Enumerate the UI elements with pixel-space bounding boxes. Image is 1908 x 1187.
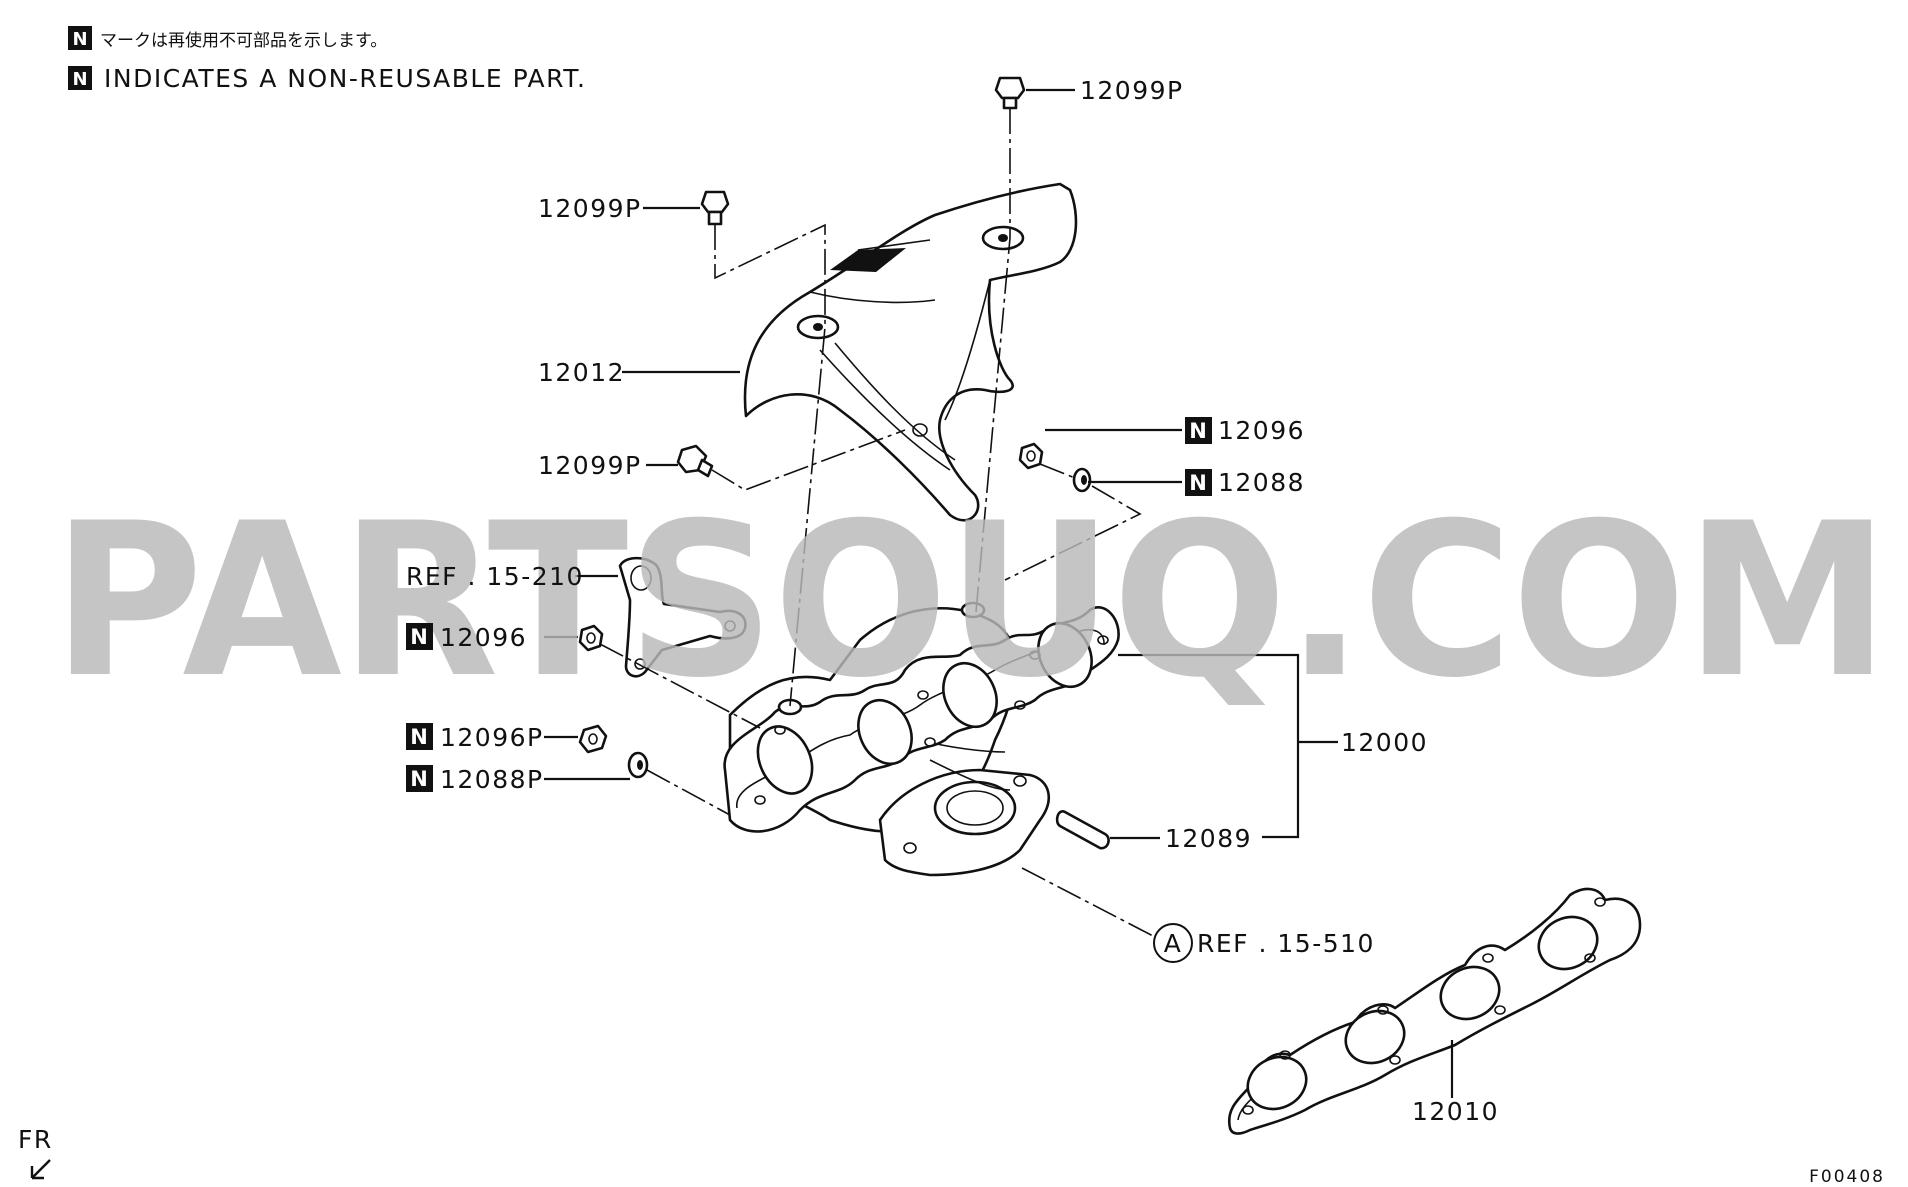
non-reusable-badge: N [410, 767, 428, 791]
note-english-text: INDICATES A NON-REUSABLE PART. [104, 64, 586, 93]
label-ref-circle: REF . 15-510 [1197, 929, 1375, 958]
label-washer-right: 12088 [1218, 468, 1305, 497]
washer-p [627, 751, 649, 779]
assembly-line [1039, 463, 1076, 479]
note-english: N INDICATES A NON-REUSABLE PART. [68, 64, 586, 93]
label-manifold: 12000 [1341, 728, 1428, 757]
assembly-line [646, 769, 731, 816]
assembly-line [714, 223, 826, 707]
bolt-top-right [994, 76, 1026, 110]
label-nut-left: 12096 [440, 623, 527, 652]
label-gasket: 12010 [1412, 1097, 1499, 1126]
nut-left [578, 624, 604, 652]
label-nut-p: 12096P [440, 723, 544, 752]
non-reusable-badge: N [1189, 419, 1207, 443]
ref-circle-letter: A [1164, 929, 1183, 958]
non-reusable-badge: N [410, 625, 428, 649]
bolt-top-left [700, 190, 730, 226]
non-reusable-badge: N [1189, 471, 1207, 495]
nut-p [578, 724, 608, 754]
assembly-line [975, 108, 1011, 613]
label-bolt-side: 12099P [538, 451, 642, 480]
note-badge: N [72, 29, 87, 50]
label-bolt-top-left: 12099P [538, 194, 642, 223]
assembly-line [1021, 867, 1156, 938]
callout-nut-left: N 12096 [406, 623, 527, 652]
note-japanese-text: マークは再使用不可部品を示します。 [100, 30, 387, 51]
note-japanese: N マークは再使用不可部品を示します。 [68, 26, 387, 51]
callout-washer-right: N 12088 [1185, 468, 1305, 497]
non-reusable-badge: N [410, 725, 428, 749]
label-stud: 12089 [1165, 824, 1252, 853]
washer-right [1072, 467, 1092, 493]
figure-code: F00408 [1809, 1167, 1885, 1187]
label-bracket-ref: REF . 15-210 [406, 562, 584, 591]
callout-ref-circle: A REF . 15-510 [1153, 923, 1375, 963]
callout-washer-p: N 12088P [406, 765, 544, 794]
front-direction-indicator: FR [18, 1125, 53, 1180]
label-nut-right: 12096 [1218, 416, 1305, 445]
direction-arrow-icon [30, 1159, 51, 1180]
label-washer-p: 12088P [440, 765, 544, 794]
callout-nut-p: N 12096P [406, 723, 544, 752]
label-heat-insulator: 12012 [538, 358, 625, 387]
heat-insulator [743, 182, 1078, 522]
assembly-line [711, 429, 906, 491]
assembly-line [1004, 485, 1142, 581]
note-badge: N [72, 69, 87, 90]
bracket [618, 556, 747, 678]
direction-label: FR [18, 1125, 53, 1154]
label-bolt-top-right: 12099P [1080, 76, 1184, 105]
watermark: PARTSOUQ.COM [52, 477, 1888, 724]
bolt-side [676, 444, 714, 478]
stud [1055, 810, 1110, 850]
gasket [1227, 887, 1642, 1135]
exhaust-manifold [723, 601, 1120, 877]
assembly-line [599, 643, 761, 729]
nut-right [1018, 442, 1044, 470]
callout-nut-right: N 12096 [1185, 416, 1305, 445]
bracket-line [1118, 653, 1300, 839]
